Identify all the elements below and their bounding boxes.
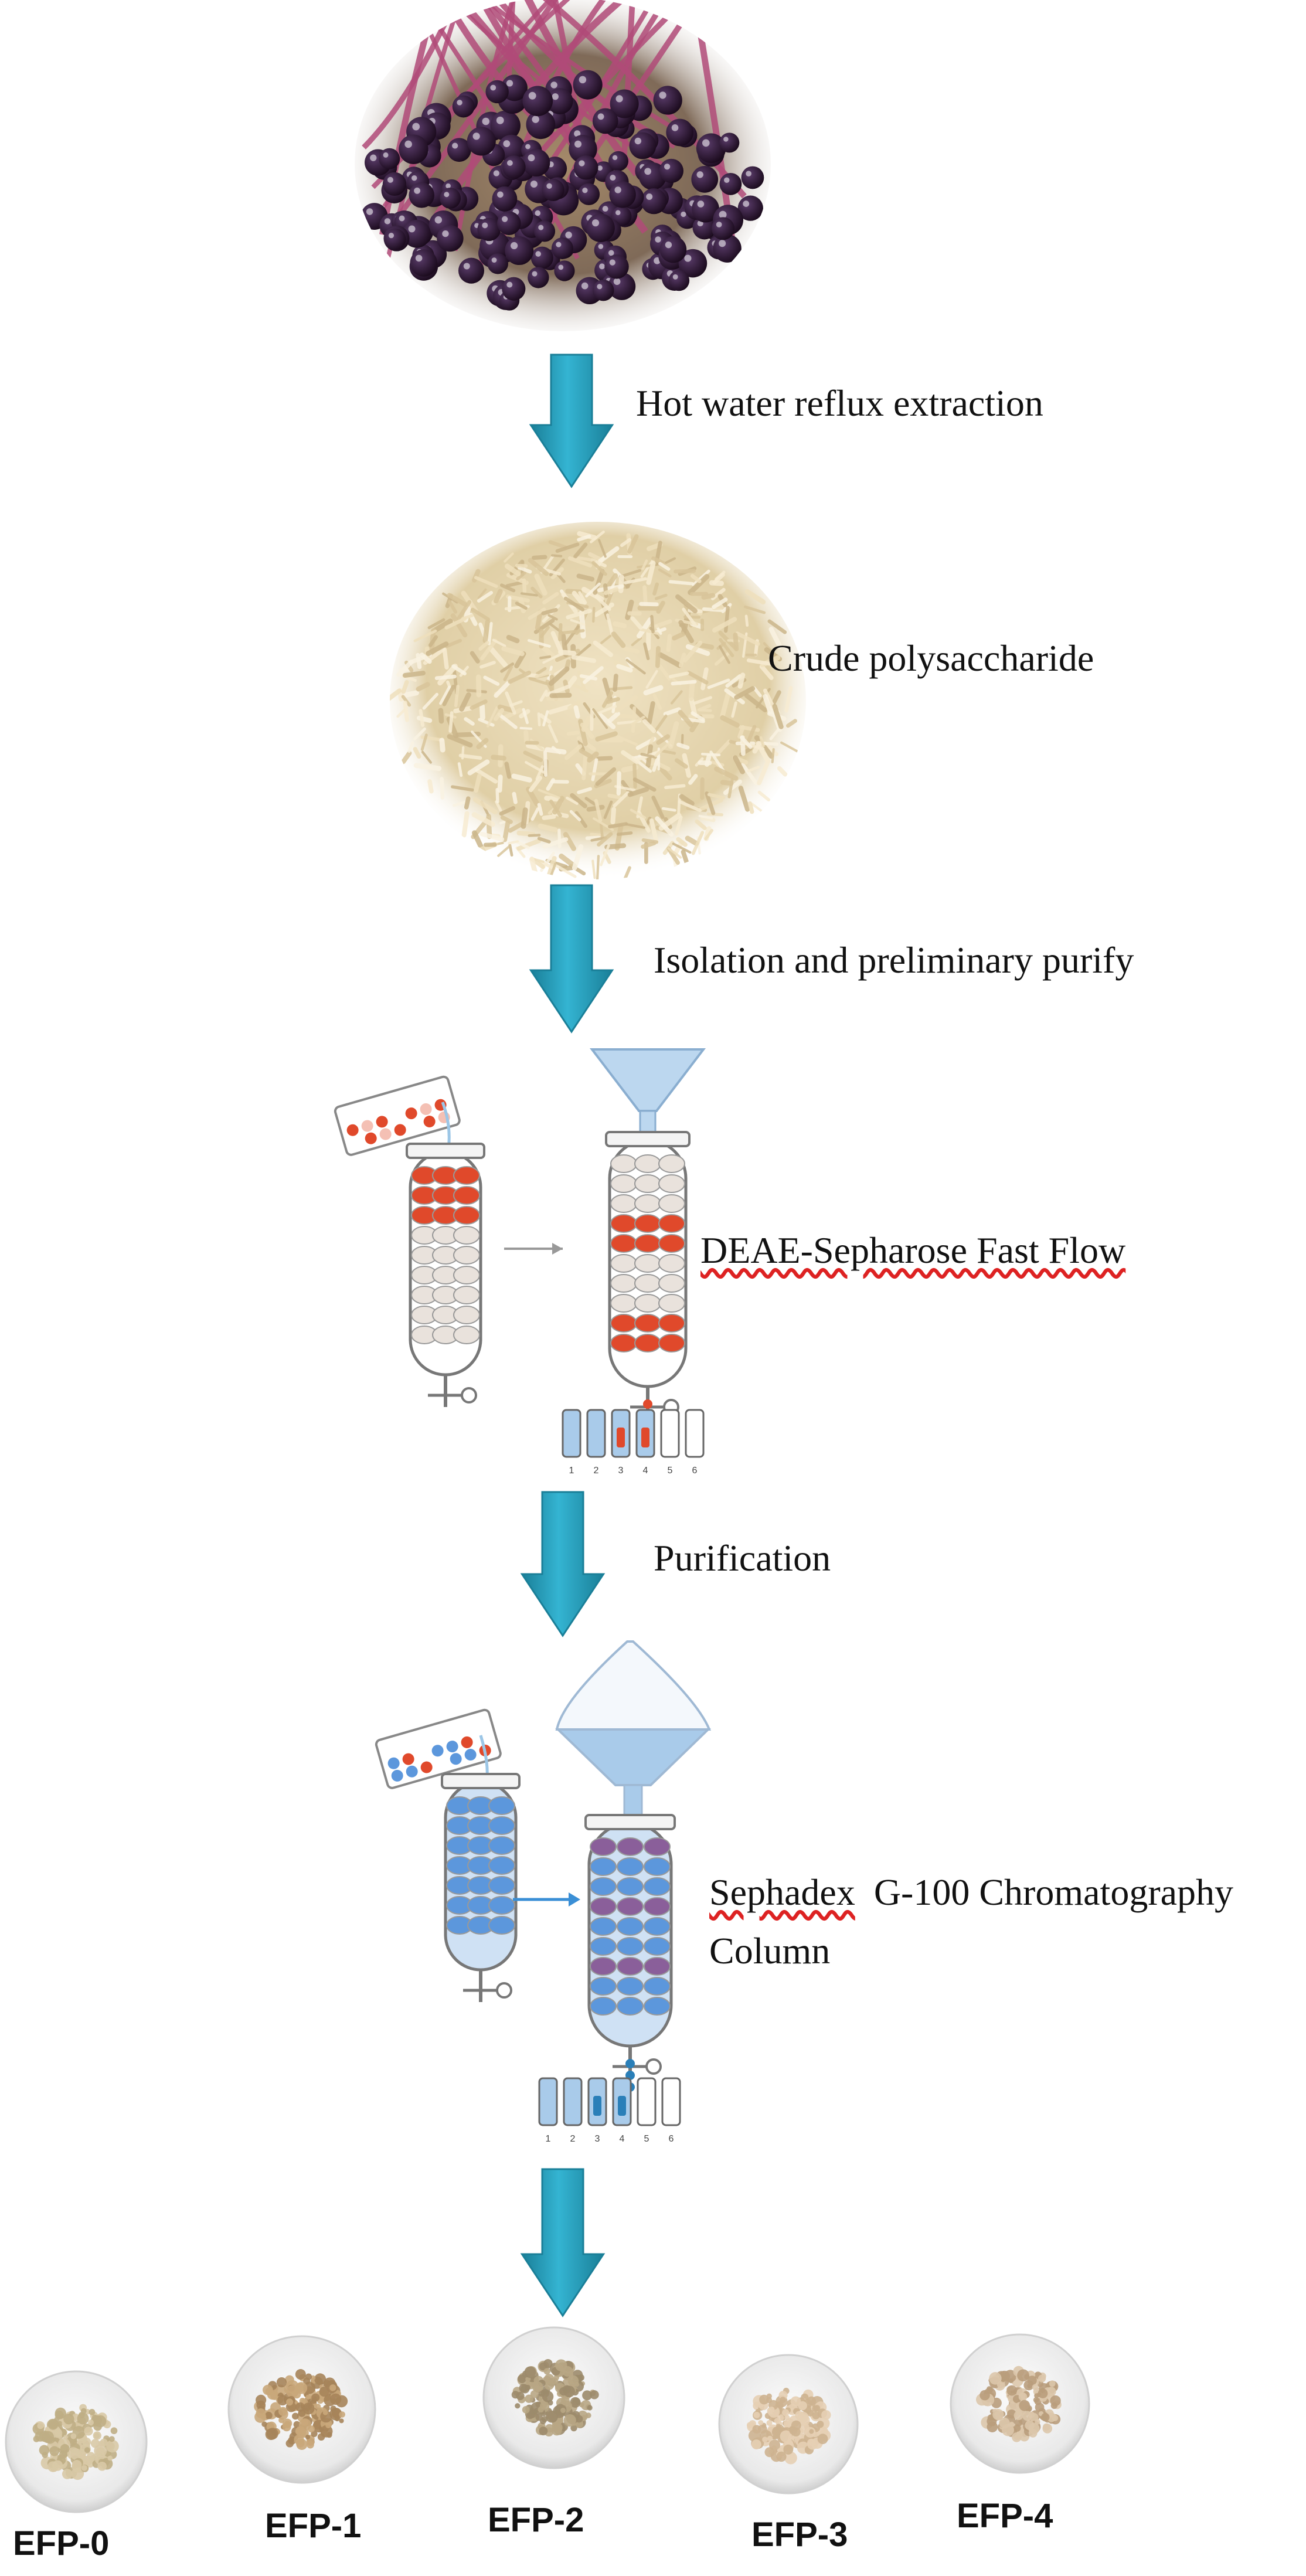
tube-number: 5	[668, 1466, 673, 1476]
product-label-efp-2: EFP-2	[488, 2500, 584, 2540]
tube-number: 2	[570, 2134, 576, 2144]
step-label-purification: Purification	[654, 1536, 831, 1581]
deae-text: DEAE-Sepharose Fast Flow	[700, 1229, 1125, 1271]
flow-arrow-icon	[531, 355, 613, 487]
crude-powder-icon	[389, 522, 806, 879]
step-label-deae: DEAE-Sepharose Fast Flow	[700, 1228, 1125, 1273]
product-dish-icon	[229, 2336, 375, 2483]
step-label-isolation: Isolation and preliminary purify	[654, 938, 1134, 983]
column-icon	[442, 1774, 519, 2002]
sephadex-rest: G-100 Chromatography	[874, 1871, 1233, 1913]
column-icon	[586, 1815, 675, 2078]
flow-arrow-icon	[531, 885, 613, 1032]
product-label-efp-1: EFP-1	[265, 2506, 361, 2546]
tube-number: 1	[546, 2134, 551, 2144]
product-dishes	[6, 2327, 1089, 2512]
tube-number: 5	[644, 2134, 649, 2144]
product-dish-icon	[6, 2371, 147, 2512]
tube-number: 3	[618, 1466, 624, 1476]
product-dish-icon	[951, 2334, 1089, 2473]
product-label-efp-0: EFP-0	[13, 2524, 109, 2563]
sephadex-column-stage: 1 2 3 4 5 6	[375, 1642, 709, 2144]
flow-arrow-icon	[522, 1492, 604, 1636]
funnel-icon	[592, 1049, 703, 1134]
sephadex-word: Sephadex	[709, 1871, 855, 1913]
tube-number: 4	[620, 2134, 625, 2144]
tube-number: 1	[569, 1466, 574, 1476]
flow-arrow-icon	[522, 2169, 604, 2316]
product-dish-icon	[484, 2327, 624, 2468]
step-label-column: Column	[709, 1929, 830, 1974]
elderberry-photo-icon	[355, 0, 771, 331]
product-label-efp-4: EFP-4	[957, 2496, 1053, 2536]
tube-number: 4	[643, 1466, 648, 1476]
column-icon	[606, 1132, 689, 1419]
tube-number: 6	[692, 1466, 698, 1476]
deae-column-stage: 1 2 3 4 5 6	[334, 1049, 703, 1476]
tube-number: 3	[595, 2134, 600, 2144]
separatory-funnel-icon	[557, 1642, 709, 1817]
test-tube-rack-icon: 1 2 3 4 5 6	[539, 2078, 680, 2144]
tube-number: 2	[594, 1466, 599, 1476]
test-tube-rack-icon: 1 2 3 4 5 6	[563, 1410, 703, 1476]
column-icon	[407, 1144, 484, 1407]
product-label-efp-3: EFP-3	[751, 2515, 848, 2554]
step-label-extraction: Hot water reflux extraction	[636, 381, 1043, 426]
step-label-crude: Crude polysaccharide	[768, 636, 1094, 681]
product-dish-icon	[719, 2355, 858, 2493]
step-label-sephadex: Sephadex G-100 Chromatography	[709, 1870, 1233, 1915]
tube-number: 6	[669, 2134, 674, 2144]
